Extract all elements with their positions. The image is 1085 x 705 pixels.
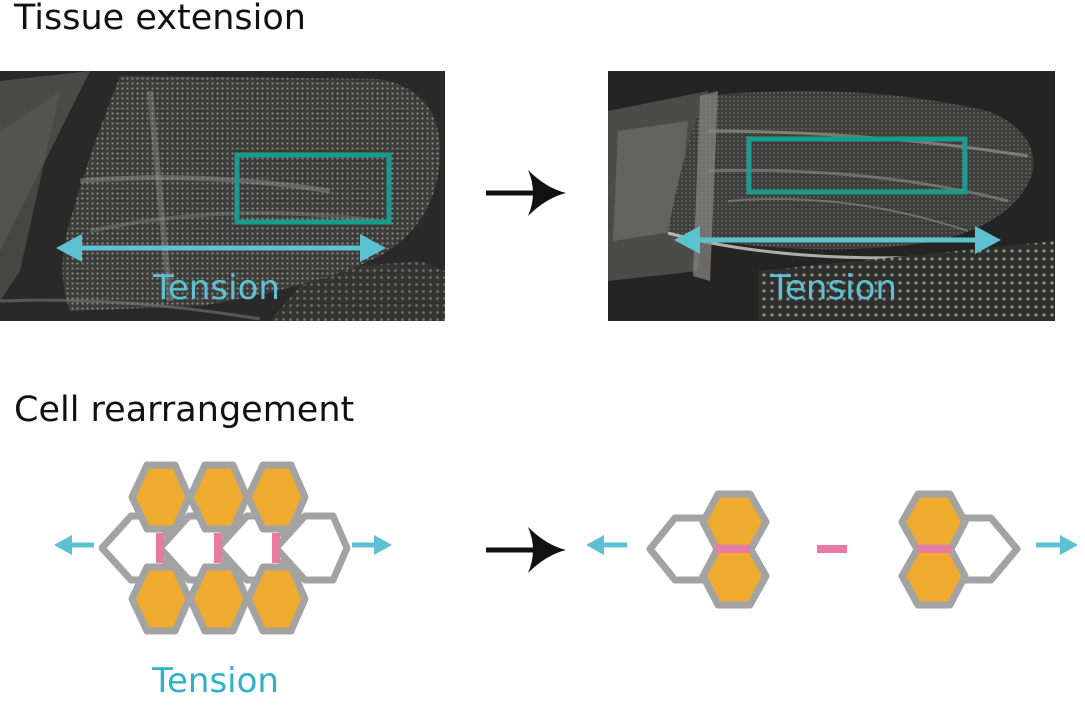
cell-cluster-right xyxy=(898,490,1021,609)
cell-orange xyxy=(244,563,309,635)
tension-small-arrow-left xyxy=(54,535,94,555)
tension-arrow-cluster-right xyxy=(1036,535,1078,555)
cell-orange xyxy=(128,563,193,635)
cell-orange xyxy=(186,563,251,635)
tension-label-before: Tension xyxy=(153,268,280,308)
junctions-before xyxy=(156,533,280,563)
tension-label-cells: Tension xyxy=(152,661,279,701)
roi-box-before xyxy=(234,152,392,225)
tension-small-arrow-right xyxy=(352,535,392,555)
process-arrow-bottom xyxy=(486,527,566,573)
tension-arrow-after xyxy=(674,226,1001,254)
wing-micrograph-before xyxy=(0,71,445,321)
tension-arrow-before xyxy=(56,234,386,262)
cell-orange xyxy=(699,490,770,555)
cell-orange xyxy=(244,461,309,533)
cell-orange xyxy=(699,544,770,609)
roi-box-after xyxy=(746,136,968,195)
cell-orange xyxy=(186,461,251,533)
cell-orange xyxy=(898,544,969,609)
tissue-extension-heading: Tissue extension xyxy=(14,0,306,38)
cell-orange xyxy=(128,461,193,533)
cell-rearrangement-heading: Cell rearrangement xyxy=(14,390,355,430)
honeycomb-before xyxy=(98,461,351,635)
tension-label-after: Tension xyxy=(770,268,897,308)
tension-arrow-cluster-left xyxy=(586,535,627,555)
process-arrow-top xyxy=(486,170,566,216)
cell-orange xyxy=(898,490,969,555)
